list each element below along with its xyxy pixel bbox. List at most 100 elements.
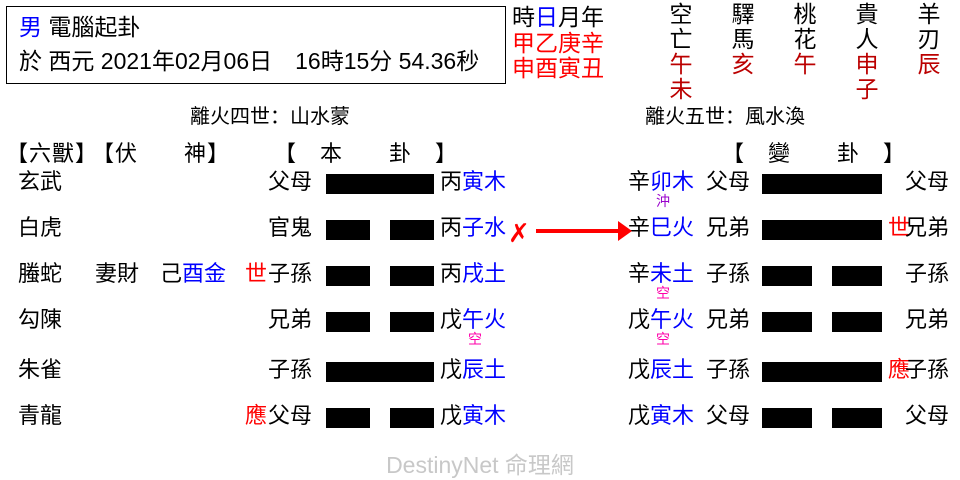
four-pillars: 時日月年 甲乙庚辛 申酉寅丑	[512, 4, 632, 81]
info-line-gender-method: 男 電腦起卦	[19, 11, 140, 43]
changed-stem: 戊	[628, 403, 651, 428]
yao-line-yin-changed-right	[832, 312, 882, 332]
change-arrow-line	[536, 229, 622, 233]
primary-element: 火	[484, 307, 507, 332]
at-label: 於	[19, 48, 42, 74]
primary-ganzhi: 丙子水	[440, 214, 506, 242]
shensha-table: 空 驛 桃 貴 羊 亡 馬 花 人 刃 午 亥 午 申 辰 未 子	[650, 2, 960, 102]
pillar-label-year: 年	[581, 4, 604, 30]
shensha-value: 亥	[731, 51, 755, 77]
primary-relation-label: 子孫	[268, 357, 313, 382]
shensha-title-top: 空	[669, 1, 693, 27]
header-six-beasts: 【六獸】	[6, 141, 99, 166]
primary-element: 水	[484, 215, 507, 240]
change-arrow-head	[618, 221, 632, 241]
yao-line-yin-changed-left	[762, 312, 812, 332]
shensha-value: 午	[793, 51, 817, 77]
yao-line-yin-changed-right	[832, 266, 882, 286]
primary-ganzhi: 戊午火	[440, 306, 506, 334]
shensha-grid: 空 驛 桃 貴 羊 亡 馬 花 人 刃 午 亥 午 申 辰 未 子	[650, 2, 960, 102]
shensha-value: 申	[855, 51, 879, 77]
yao-line-yang-primary	[326, 174, 434, 194]
hidden-element: 金	[204, 261, 227, 286]
shensha-title-top: 羊	[917, 1, 941, 27]
shensha-title-bottom: 馬	[731, 26, 755, 52]
changed-relation-label-right: 子孫	[905, 261, 950, 286]
yao-line-yin-changed-left	[762, 266, 812, 286]
hidden-branch: 酉	[182, 261, 205, 286]
six-beast-label: 朱雀	[18, 357, 63, 382]
hidden-spirit-ganzhi: 己酉金	[160, 260, 226, 288]
primary-relation-label: 子孫	[268, 261, 313, 286]
primary-ganzhi: 戊寅木	[440, 402, 506, 430]
primary-ganzhi: 丙寅木	[440, 168, 506, 196]
primary-relation-label: 父母	[268, 169, 313, 194]
changed-relation-label-right: 父母	[905, 169, 950, 194]
primary-stem: 丙	[440, 215, 463, 240]
changed-hexagram-caption: 離火五世：風水渙	[645, 106, 805, 128]
primary-stem: 戊	[440, 307, 463, 332]
hidden-spirit-type: 妻財	[95, 261, 140, 286]
changed-stem: 戊	[628, 307, 651, 332]
pillar-heavenly-stems: 甲乙庚辛	[512, 30, 604, 56]
changed-relation-label-right: 子孫	[905, 357, 950, 382]
primary-element: 土	[484, 357, 507, 382]
changed-relation-label: 父母	[706, 169, 751, 194]
header-primary-hexagram: 【 本 卦 】	[274, 141, 459, 166]
primary-branch: 午	[462, 307, 485, 332]
shensha-title-bottom: 亡	[669, 26, 693, 52]
info-line-datetime: 於 西元 2021年02月06日 16時15分 54.36秒	[19, 45, 479, 77]
primary-ganzhi: 丙戌土	[440, 260, 506, 288]
primary-element: 土	[484, 261, 507, 286]
changed-annotation: 空	[656, 285, 670, 301]
shensha-title-bottom: 刃	[917, 26, 941, 52]
yao-line-yin-primary-left	[326, 266, 370, 286]
changed-branch: 巳	[650, 215, 673, 240]
era-label: 西元	[48, 48, 95, 74]
shensha-title-bottom: 人	[855, 26, 879, 52]
hidden-stem: 己	[160, 261, 183, 286]
primary-stem: 丙	[440, 169, 463, 194]
changed-element: 土	[672, 261, 695, 286]
six-beast-label: 玄武	[18, 169, 63, 194]
shensha-title-top: 驛	[731, 1, 755, 27]
shensha-title-bottom: 花	[793, 26, 817, 52]
changed-ganzhi: 辛巳火	[628, 214, 694, 242]
yao-line-yin-primary-right	[390, 408, 434, 428]
changed-branch: 未	[650, 261, 673, 286]
shi-ying-marker-changed: 世	[888, 215, 911, 240]
six-beast-label: 白虎	[18, 215, 63, 240]
shensha-value	[774, 77, 836, 102]
primary-stem: 戊	[440, 357, 463, 382]
gender-label: 男	[19, 14, 42, 40]
shensha-value	[898, 77, 960, 102]
six-beast-label: 青龍	[18, 403, 63, 428]
method-label: 電腦起卦	[48, 14, 141, 40]
changed-stem: 辛	[628, 215, 651, 240]
datetime-value: 2021年02月06日 16時15分 54.36秒	[100, 48, 480, 74]
shensha-value-row-1: 午 亥 午 申 辰	[650, 52, 960, 77]
primary-relation-label: 兄弟	[268, 307, 313, 332]
header-hidden-spirits: 【伏 神】	[92, 141, 231, 166]
yao-line-yang-changed	[762, 362, 882, 382]
shi-ying-marker-primary: 應	[245, 403, 268, 428]
shensha-title-top: 桃	[793, 1, 817, 27]
shensha-value: 未	[669, 76, 693, 102]
changed-relation-label-right: 兄弟	[905, 215, 950, 240]
yao-line-yin-primary-right	[390, 312, 434, 332]
hexagram-row: 朱雀子孫戊辰土戊辰土子孫應子孫	[0, 356, 960, 404]
changed-relation-label: 兄弟	[706, 307, 751, 332]
changed-element: 木	[672, 169, 695, 194]
yao-line-yin-changed-left	[762, 408, 812, 428]
changing-line-mark: ✗	[508, 218, 530, 248]
changed-ganzhi: 戊午火	[628, 306, 694, 334]
changed-ganzhi: 辛卯木	[628, 168, 694, 196]
changed-ganzhi: 辛未土	[628, 260, 694, 288]
shensha-title-top: 貴	[855, 1, 879, 27]
changed-relation-label-right: 兄弟	[905, 307, 950, 332]
yao-line-yin-primary-left	[326, 220, 370, 240]
primary-ganzhi: 戊辰土	[440, 356, 506, 384]
changed-stem: 戊	[628, 357, 651, 382]
pillar-label-hour: 時	[512, 4, 535, 30]
shi-ying-marker-changed: 應	[888, 357, 911, 382]
